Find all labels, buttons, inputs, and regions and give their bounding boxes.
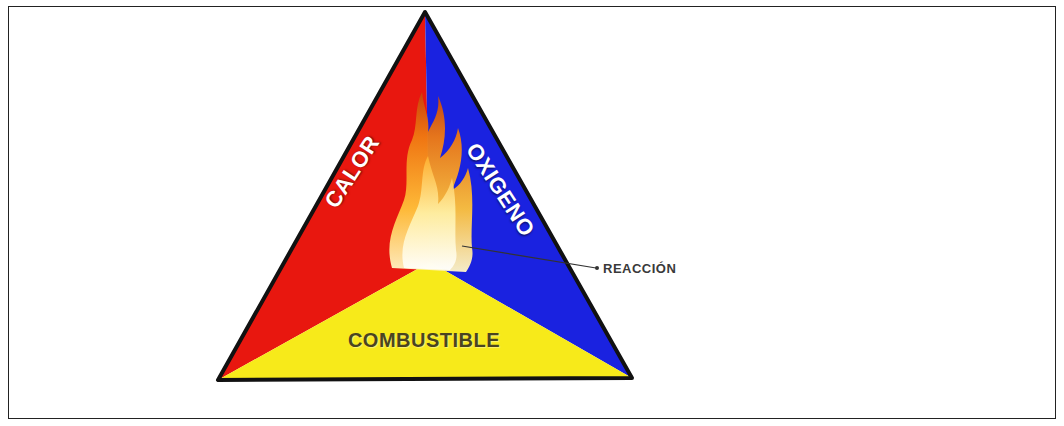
leader-dot [595,266,599,270]
region-shape [218,262,632,380]
triangle-outline [218,12,632,380]
leader-line [462,246,596,268]
fuel-region: COMBUSTIBLE [218,262,632,380]
flame-core [402,156,456,270]
flame [389,92,472,272]
callout-label: REACCIÓN [603,261,676,276]
region-label: COMBUSTIBLE [348,329,500,352]
